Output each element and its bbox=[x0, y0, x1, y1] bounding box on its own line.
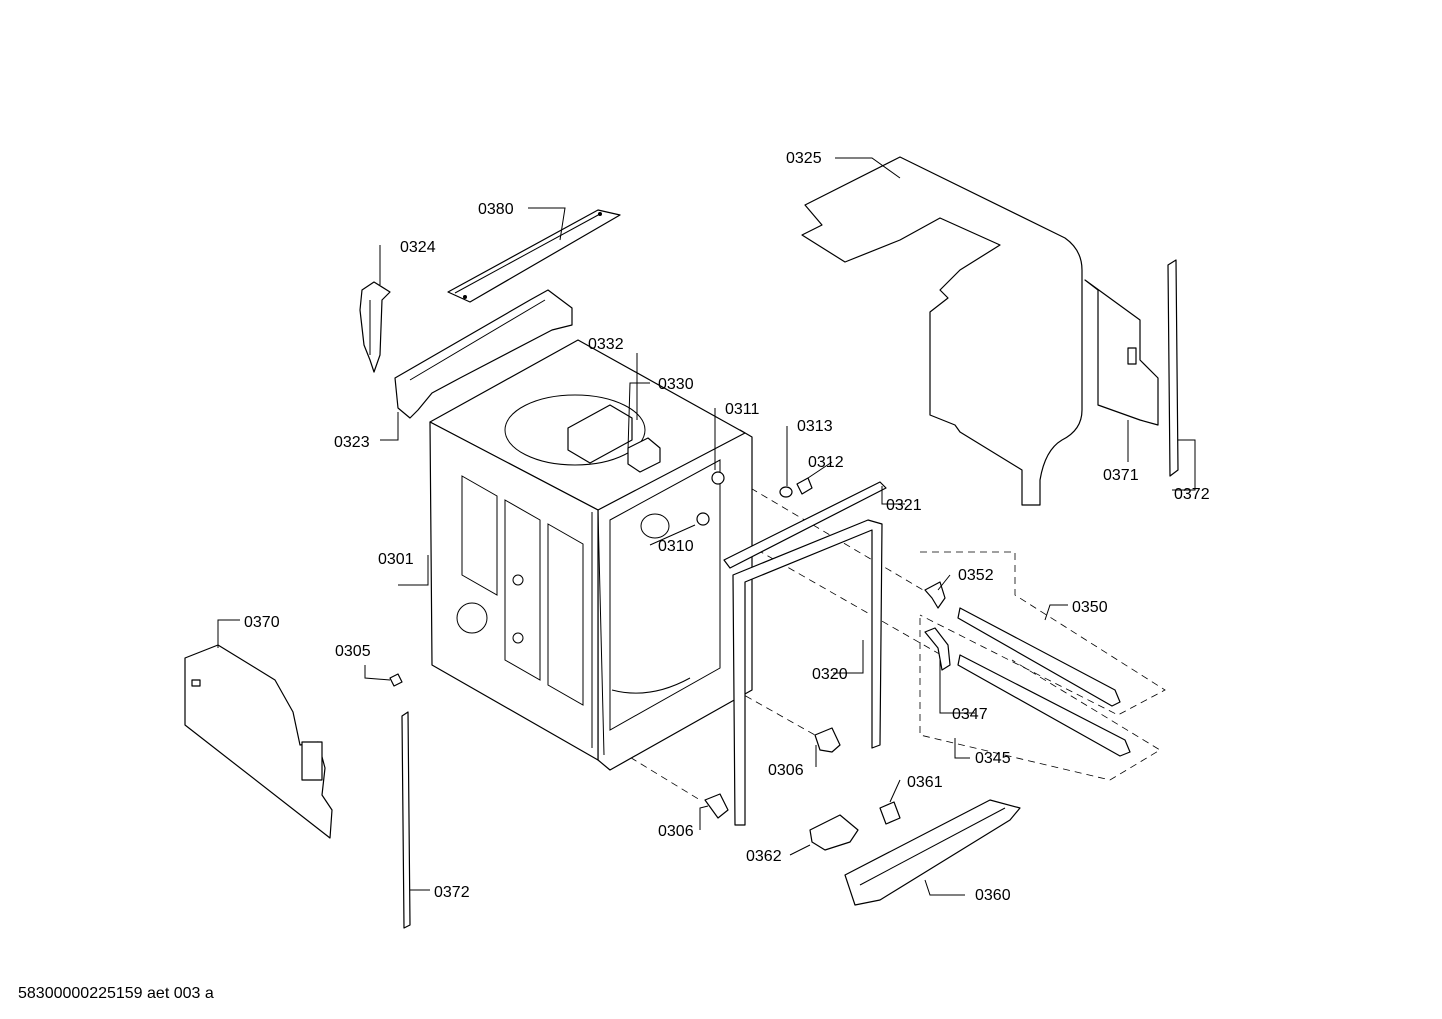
part-0306-foot-a[interactable] bbox=[814, 727, 841, 753]
part-0321-top-rail[interactable] bbox=[723, 481, 887, 569]
document-reference-code: 58300000225159 aet 003 a bbox=[18, 985, 214, 1002]
label-0332[interactable]: 0332 bbox=[588, 336, 624, 353]
part-0345-rail[interactable] bbox=[957, 654, 1131, 757]
label-0312[interactable]: 0312 bbox=[808, 454, 844, 471]
part-0372-right-strip[interactable] bbox=[1167, 259, 1179, 477]
part-0352-clip[interactable] bbox=[924, 581, 946, 609]
part-0306-foot-b[interactable] bbox=[704, 793, 729, 819]
label-0372-left[interactable]: 0372 bbox=[434, 884, 470, 901]
label-0372-right[interactable]: 0372 bbox=[1174, 486, 1210, 503]
part-0323-insulation-block[interactable] bbox=[394, 289, 573, 419]
label-0306-lower[interactable]: 0306 bbox=[658, 823, 694, 840]
label-0380[interactable]: 0380 bbox=[478, 201, 514, 218]
part-0361-clip[interactable] bbox=[879, 801, 901, 825]
part-0324-bracket[interactable] bbox=[359, 281, 391, 373]
part-0347-clip[interactable] bbox=[924, 627, 951, 671]
part-0362-module[interactable] bbox=[809, 814, 859, 851]
label-0371[interactable]: 0371 bbox=[1103, 467, 1139, 484]
part-0332-0330-module[interactable] bbox=[567, 404, 661, 473]
part-0380-top-plate[interactable] bbox=[447, 209, 621, 303]
label-0305[interactable]: 0305 bbox=[335, 643, 371, 660]
part-0360-base-tray[interactable] bbox=[844, 799, 1021, 906]
label-0347[interactable]: 0347 bbox=[952, 706, 988, 723]
label-0301[interactable]: 0301 bbox=[378, 551, 414, 568]
label-0320[interactable]: 0320 bbox=[812, 666, 848, 683]
part-0325-top-cover[interactable] bbox=[801, 156, 1083, 506]
part-0371-side-panel[interactable] bbox=[1084, 279, 1159, 426]
label-0324[interactable]: 0324 bbox=[400, 239, 436, 256]
label-0362[interactable]: 0362 bbox=[746, 848, 782, 865]
part-0320-door-seal[interactable] bbox=[732, 519, 883, 826]
part-0313-washer[interactable] bbox=[779, 486, 793, 498]
label-0345[interactable]: 0345 bbox=[975, 750, 1011, 767]
label-0310[interactable]: 0310 bbox=[658, 538, 694, 555]
part-labels: 0325 0380 0324 0332 0330 0311 0313 0312 … bbox=[244, 150, 1210, 904]
label-0352[interactable]: 0352 bbox=[958, 567, 994, 584]
part-0311-hinge[interactable] bbox=[696, 471, 725, 526]
label-0323[interactable]: 0323 bbox=[334, 434, 370, 451]
part-0350-rail[interactable] bbox=[957, 607, 1121, 707]
leader-lines bbox=[217, 157, 1196, 896]
part-0312-screw[interactable] bbox=[796, 477, 813, 495]
label-0350[interactable]: 0350 bbox=[1072, 599, 1108, 616]
part-0372-left-strip[interactable] bbox=[401, 711, 411, 929]
label-0321[interactable]: 0321 bbox=[886, 497, 922, 514]
label-0325[interactable]: 0325 bbox=[786, 150, 822, 167]
label-0311[interactable]: 0311 bbox=[725, 401, 760, 418]
label-0370[interactable]: 0370 bbox=[244, 614, 280, 631]
label-0313[interactable]: 0313 bbox=[797, 418, 833, 435]
label-0330[interactable]: 0330 bbox=[658, 376, 694, 393]
label-0361[interactable]: 0361 bbox=[907, 774, 943, 791]
label-0360[interactable]: 0360 bbox=[975, 887, 1011, 904]
part-0370-left-panel[interactable] bbox=[184, 644, 333, 839]
part-0305-clip[interactable] bbox=[389, 673, 403, 687]
part-0301-tub[interactable] bbox=[429, 339, 753, 771]
label-0306-upper[interactable]: 0306 bbox=[768, 762, 804, 779]
